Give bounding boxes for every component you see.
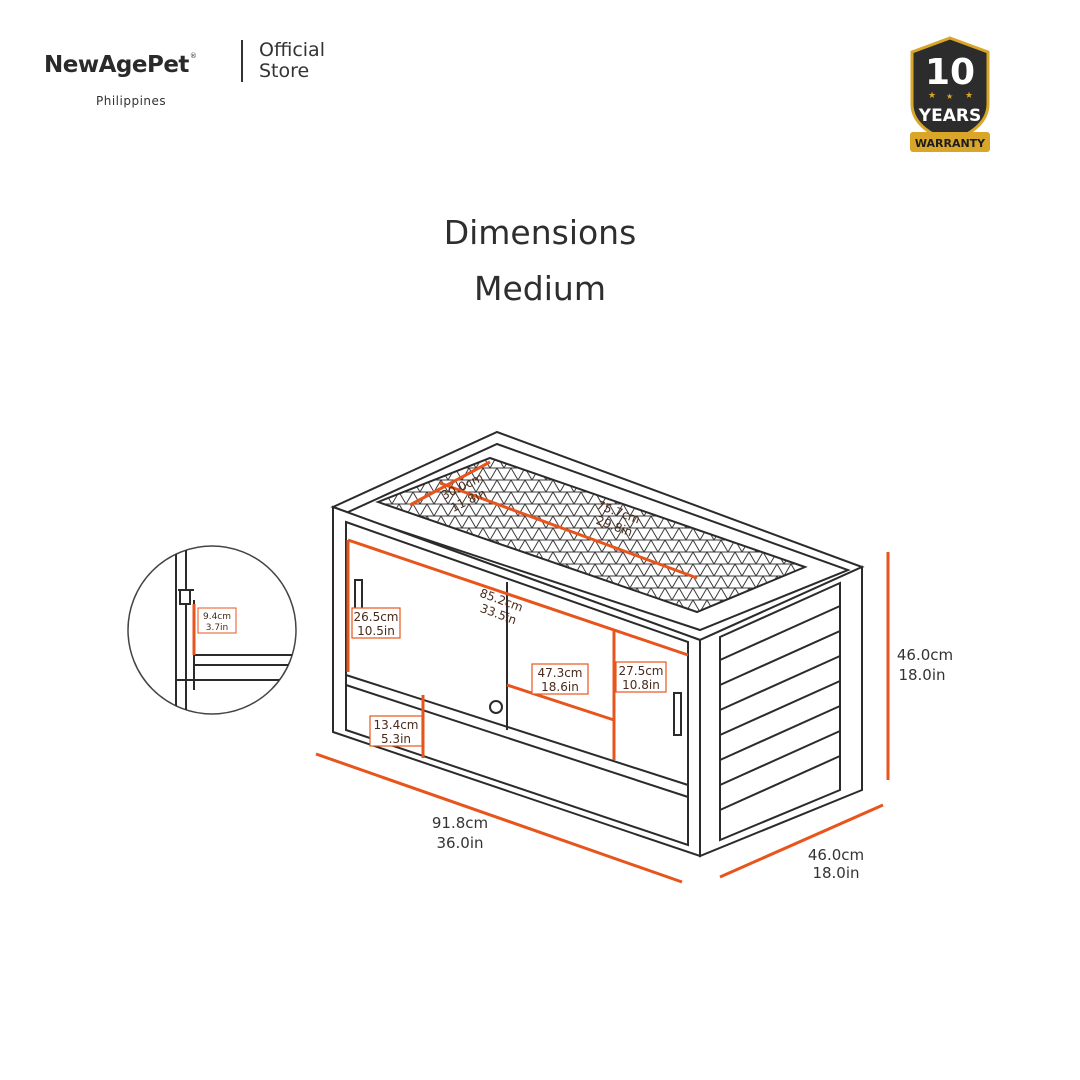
total-depth-in: 18.0in [812, 864, 859, 882]
logo-divider [241, 40, 243, 82]
dimension-lines [315, 460, 890, 884]
warranty-years: YEARS [918, 106, 981, 126]
page-title: Dimensions [443, 213, 637, 252]
base-height-in: 5.3in [381, 732, 411, 746]
right-height-cm: 27.5cm [618, 664, 663, 678]
detail-gap-cm: 9.4cm [203, 612, 231, 622]
dim-total-depth [719, 803, 884, 879]
detail-magnifier: 9.4cm 3.7in [127, 545, 297, 715]
right-height-in: 10.8in [622, 678, 660, 692]
total-width-cm: 91.8cm [432, 814, 488, 832]
page-subtitle: Medium [474, 269, 606, 308]
warranty-number: 10 [925, 52, 975, 93]
total-height-cm: 46.0cm [897, 646, 953, 664]
dim-total-width [315, 752, 683, 884]
dim-mesh-depth [409, 460, 491, 507]
total-height-in: 18.0in [898, 666, 945, 684]
warranty-ribbon [910, 132, 990, 152]
brand-name: NewAgePet® [44, 52, 197, 78]
warranty-label: WARRANTY [915, 137, 986, 150]
cabinet-outline [330, 430, 865, 858]
total-depth-cm: 46.0cm [808, 846, 864, 864]
dim-mesh-length [439, 481, 698, 580]
star-icon: ★ [965, 91, 973, 101]
brand-country: Philippines [96, 94, 167, 108]
brand-logo: NewAgePet® Philippines Official Store [44, 36, 364, 116]
door-width-in: 18.6in [541, 680, 579, 694]
official-store-label: Official Store [259, 39, 325, 82]
dim-front-width [347, 538, 689, 657]
dimension-labels [351, 607, 667, 747]
star-icon: ★ [928, 91, 936, 101]
detail-gap-in: 3.7in [206, 623, 229, 633]
warranty-badge: 10 ★ ★ ★ YEARS WARRANTY [910, 36, 990, 152]
dim-door-width [506, 683, 615, 722]
star-icon: ★ [946, 92, 953, 101]
mesh-panel [375, 456, 808, 614]
left-height-in: 10.5in [357, 624, 395, 638]
door-width-cm: 47.3cm [537, 666, 582, 680]
total-width-in: 36.0in [436, 834, 483, 852]
left-height-cm: 26.5cm [353, 610, 398, 624]
base-height-cm: 13.4cm [373, 718, 418, 732]
